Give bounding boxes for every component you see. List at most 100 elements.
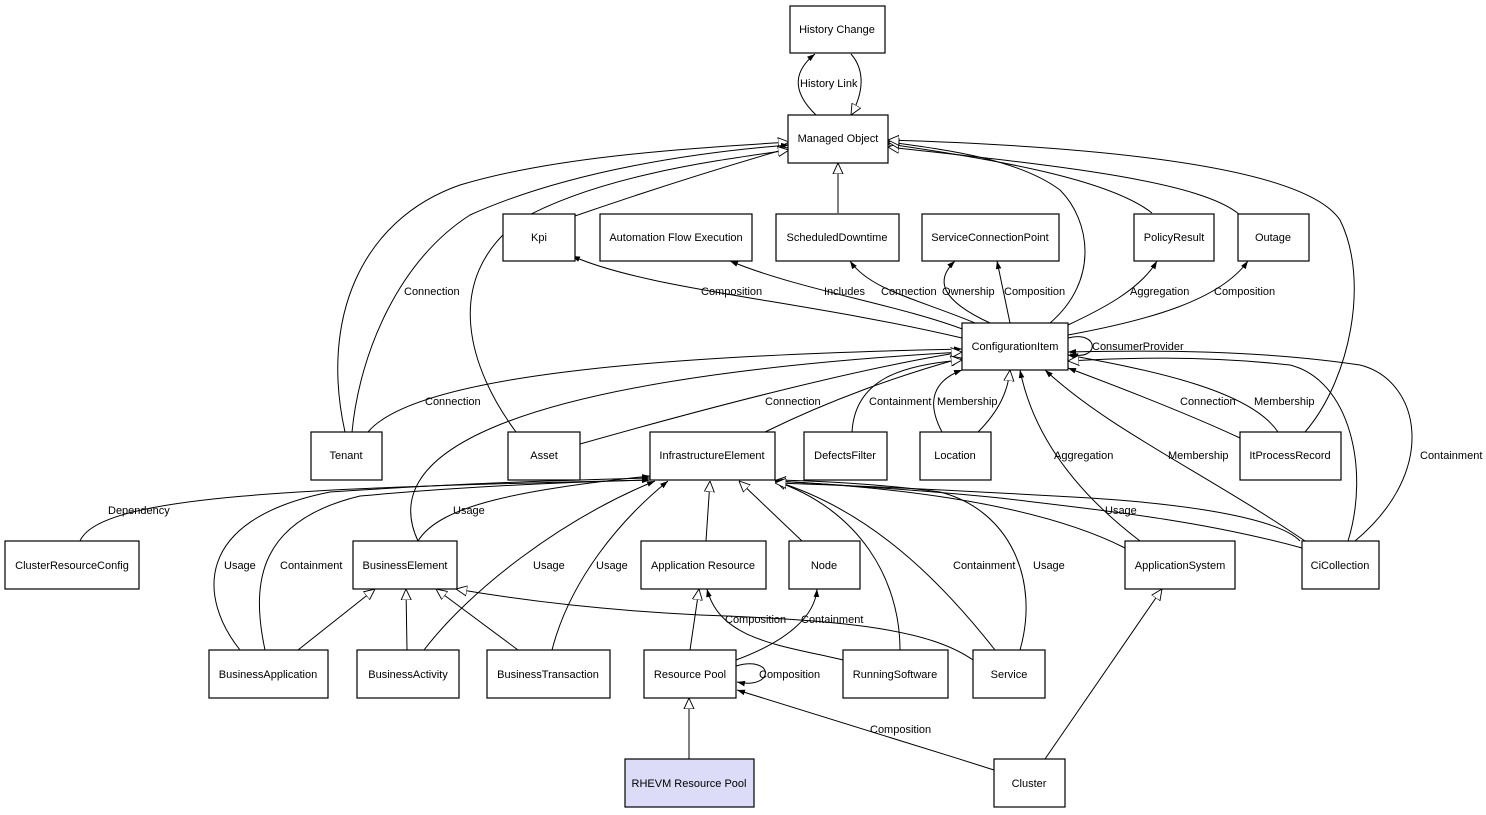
- node-resource-pool[interactable]: Resource Pool: [643, 649, 737, 699]
- edge-ie-to-ci: [764, 358, 962, 433]
- node-business-activity[interactable]: BusinessActivity: [356, 649, 460, 699]
- edge-label: Containment: [953, 560, 1015, 572]
- node-business-element[interactable]: BusinessElement: [352, 540, 458, 590]
- node-infrastructure-element[interactable]: InfrastructureElement: [649, 431, 776, 481]
- node-label: InfrastructureElement: [659, 450, 764, 462]
- node-label: Service: [991, 669, 1028, 681]
- edge-node-to-ie: [739, 481, 803, 542]
- edge-ci-consumer-provider-loop: [1067, 336, 1093, 359]
- node-ci-collection[interactable]: CiCollection: [1301, 540, 1380, 590]
- node-business-transaction[interactable]: BusinessTransaction: [486, 649, 611, 699]
- edge-label: Composition: [759, 669, 820, 681]
- edge-as-aggregation-ci: [1018, 369, 1141, 542]
- edge-label: Aggregation: [1130, 286, 1189, 298]
- edge-tenant-connection-ci: [367, 346, 963, 433]
- edge-bact-to-be: [406, 589, 407, 651]
- node-label: Asset: [530, 450, 558, 462]
- node-history-change[interactable]: History Change: [789, 5, 886, 54]
- node-label: Node: [811, 560, 837, 572]
- edge-ci-to-managed-object: [888, 142, 1086, 324]
- node-policy-result[interactable]: PolicyResult: [1133, 213, 1215, 262]
- edge-cluster-to-as: [1044, 589, 1162, 760]
- edge-cic-membership-ci: [1044, 369, 1306, 542]
- node-label: ClusterResourceConfig: [15, 560, 129, 572]
- edge-ci-includes-afe: [729, 260, 966, 331]
- edge-history-link-down: [851, 53, 862, 115]
- edge-label: Includes: [824, 286, 865, 298]
- edge-label: Composition: [701, 286, 762, 298]
- node-label: ServiceConnectionPoint: [931, 232, 1048, 244]
- edge-rs-to-ie: [775, 481, 901, 651]
- edge-label: Composition: [725, 614, 786, 626]
- edge-location-to-ci: [977, 370, 1010, 433]
- edge-cic-containment-ci: [1067, 349, 1413, 542]
- edge-history-link-up: [797, 53, 817, 116]
- edge-cic-usage-ie: [774, 478, 1303, 549]
- edge-cic-to-ie: [775, 483, 1301, 542]
- edges: [79, 53, 1413, 771]
- node-node[interactable]: Node: [788, 540, 861, 590]
- node-location[interactable]: Location: [919, 431, 992, 481]
- node-label: History Change: [799, 24, 875, 36]
- node-application-system[interactable]: ApplicationSystem: [1124, 540, 1236, 590]
- node-it-process-record[interactable]: ItProcessRecord: [1239, 431, 1342, 481]
- edge-label: Connection: [765, 396, 821, 408]
- node-tenant[interactable]: Tenant: [310, 431, 383, 481]
- node-label: PolicyResult: [1144, 232, 1205, 244]
- edge-ci-aggregation-pr: [1067, 260, 1158, 326]
- node-scheduled-downtime[interactable]: ScheduledDowntime: [775, 213, 900, 262]
- edge-label: Usage: [533, 560, 565, 572]
- edge-rp-to-ar: [689, 589, 699, 651]
- edge-ci-composition-scp: [995, 260, 1011, 324]
- node-label: Tenant: [329, 450, 362, 462]
- node-configuration-item[interactable]: ConfigurationItem: [961, 322, 1069, 371]
- edge-asset-connection-ci: [579, 350, 963, 445]
- node-outage[interactable]: Outage: [1237, 213, 1310, 262]
- node-defects-filter[interactable]: DefectsFilter: [803, 431, 888, 481]
- node-label: BusinessApplication: [219, 669, 317, 681]
- edge-label: Containment: [869, 396, 931, 408]
- edge-tenant-to-managed-object: [337, 142, 789, 433]
- edge-label: Connection: [1180, 396, 1236, 408]
- node-service-connection-point[interactable]: ServiceConnectionPoint: [921, 213, 1060, 262]
- edge-svc-to-be: [456, 589, 974, 661]
- edge-label: Membership: [1254, 396, 1315, 408]
- node-automation-flow-execution[interactable]: Automation Flow Execution: [599, 213, 753, 262]
- node-asset[interactable]: Asset: [507, 431, 581, 481]
- node-label: BusinessElement: [363, 560, 448, 572]
- edge-label: Membership: [1168, 450, 1229, 462]
- edge-outage-to-managed-object: [888, 147, 1241, 216]
- edge-ar-to-ie: [706, 481, 710, 542]
- edge-be-to-ci: [410, 352, 962, 542]
- node-label: CiCollection: [1311, 560, 1370, 572]
- edge-label: Usage: [596, 560, 628, 572]
- node-business-application[interactable]: BusinessApplication: [208, 649, 329, 699]
- edge-label: Membership: [937, 396, 998, 408]
- edge-ci-composition-kpi: [571, 255, 963, 339]
- edge-cluster-composition-rp: [736, 689, 995, 771]
- edge-label: Dependency: [108, 505, 170, 517]
- node-application-resource[interactable]: Application Resource: [640, 540, 767, 590]
- edge-label: Connection: [881, 286, 937, 298]
- edge-ci-ownership-scp: [943, 260, 991, 324]
- node-label: RHEVM Resource Pool: [632, 778, 747, 790]
- edge-policy-result-to-managed-object: [888, 144, 1153, 214]
- edge-label: Connection: [425, 396, 481, 408]
- node-label: Managed Object: [798, 133, 879, 145]
- node-running-software[interactable]: RunningSoftware: [842, 649, 949, 699]
- edge-bt-usage-ie: [551, 480, 669, 651]
- node-service[interactable]: Service: [972, 649, 1046, 699]
- edge-label: Aggregation: [1054, 450, 1113, 462]
- edge-cic-to-ci: [1068, 358, 1358, 542]
- node-managed-object[interactable]: Managed Object: [787, 114, 889, 164]
- edge-as-to-ie: [775, 481, 1126, 549]
- node-kpi[interactable]: Kpi: [502, 213, 576, 262]
- node-cluster[interactable]: Cluster: [993, 758, 1066, 808]
- edge-bapp-containment-ie: [258, 477, 651, 651]
- nodes: History Change Managed Object Kpi Automa…: [4, 5, 1380, 808]
- node-rhevm-resource-pool[interactable]: RHEVM Resource Pool: [624, 758, 755, 808]
- edge-label: Usage: [453, 505, 485, 517]
- edge-crc-dependency-ie: [79, 477, 651, 542]
- node-cluster-resource-config[interactable]: ClusterResourceConfig: [4, 540, 140, 590]
- edge-rp-containment-node: [735, 588, 820, 661]
